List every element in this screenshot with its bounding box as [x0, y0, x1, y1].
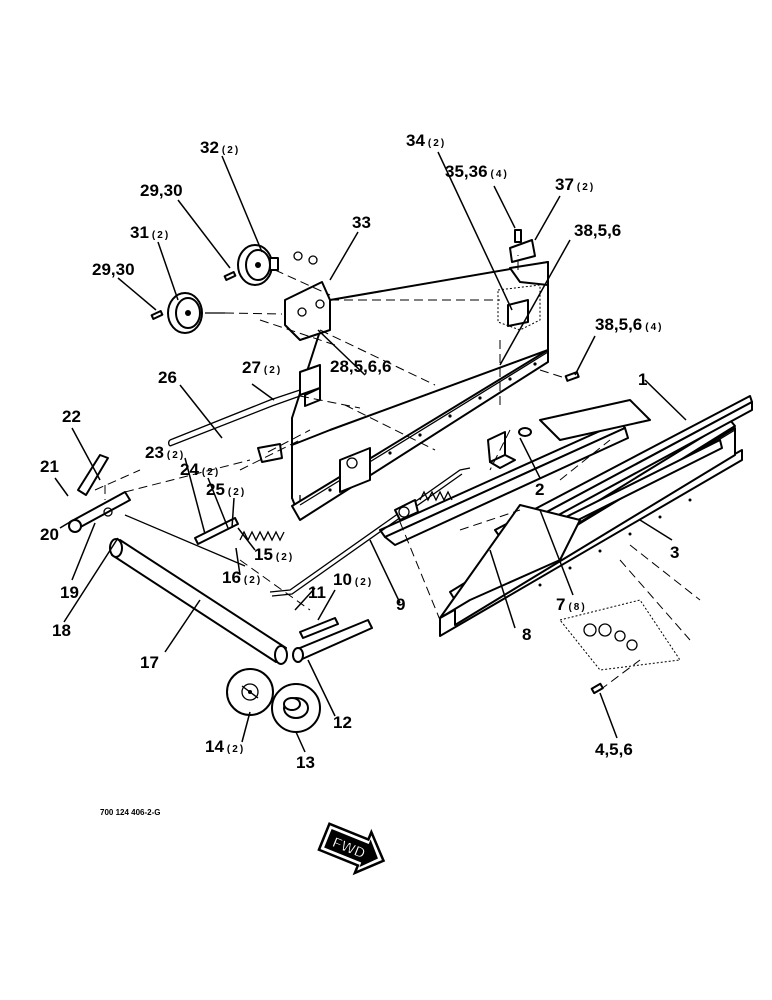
callout-35-36: 35,36(4) — [445, 162, 509, 181]
callout-9: 9 — [396, 595, 405, 614]
callout-29-30-top: 29,30 — [140, 181, 183, 200]
long-pipe-26 — [168, 389, 301, 447]
spring-assembly — [239, 490, 453, 542]
cross-channel — [379, 399, 651, 546]
callout-19: 19 — [60, 583, 79, 602]
shaft-arm-12 — [292, 617, 373, 663]
detail-13 — [271, 683, 321, 733]
callout-32b: 32(2) — [200, 138, 240, 157]
callout-38-right: 38,5,6(4) — [595, 315, 664, 334]
callout-14: 14(2) — [205, 737, 245, 756]
callout-27: 27(2) — [242, 358, 282, 377]
bracket-27 — [257, 364, 321, 463]
callout-31: 31(2) — [130, 223, 170, 242]
callout-37: 37(2) — [555, 175, 595, 194]
callout-24: 24(2) — [180, 460, 220, 479]
callout-17: 17 — [140, 653, 159, 672]
callout-12: 12 — [333, 713, 352, 732]
center-brackets — [339, 447, 419, 521]
callout-16: 16(2) — [222, 568, 262, 587]
bracket-2 — [487, 427, 532, 469]
alignment-lines — [94, 255, 701, 691]
callout-15: 15(2) — [254, 545, 294, 564]
callout-28: 28,5,6,6 — [330, 357, 391, 376]
callout-1: 1 — [638, 370, 647, 389]
bolt-4 — [590, 682, 604, 695]
callout-18: 18 — [52, 621, 71, 640]
pulley-32 — [237, 244, 279, 286]
pulley-bracket-plate — [284, 281, 331, 341]
left-end-bar — [68, 454, 131, 533]
callout-34: 34(2) — [406, 131, 446, 150]
bolt-38 — [564, 371, 580, 382]
callout-13: 13 — [296, 753, 315, 772]
part-callouts: 1 2 3 4,5,6 7(8) 8 9 10(2) 11 12 13 14(2… — [40, 131, 679, 772]
callout-22: 22 — [62, 407, 81, 426]
callout-33: 33 — [352, 213, 371, 232]
callout-29-30-bottom: 29,30 — [92, 260, 135, 279]
callout-11: 11 — [308, 583, 326, 602]
upper-back-plate — [291, 261, 549, 446]
forward-arrow-icon: FWD — [317, 822, 386, 876]
callout-10: 10(2) — [333, 570, 373, 589]
callout-20: 20 — [40, 525, 59, 544]
bracket-37 — [509, 229, 536, 263]
callout-8: 8 — [522, 625, 531, 644]
leader-lines — [54, 151, 687, 753]
callout-25: 25(2) — [206, 480, 246, 499]
pulley-31 — [167, 292, 225, 334]
callout-3: 3 — [670, 543, 679, 562]
callout-2: 2 — [535, 480, 544, 499]
drawing-code: 700 124 406-2-G — [100, 808, 161, 817]
callout-23: 23(2) — [145, 443, 185, 462]
callout-26: 26 — [158, 368, 177, 387]
detail-14 — [226, 668, 274, 716]
callout-38-top: 38,5,6 — [574, 221, 621, 240]
callout-7: 7(8) — [556, 595, 587, 614]
side-bracket-plate — [439, 504, 681, 671]
pulley-bolts — [150, 251, 318, 320]
callout-4-5-6: 4,5,6 — [595, 740, 633, 759]
callout-21: 21 — [40, 457, 59, 476]
